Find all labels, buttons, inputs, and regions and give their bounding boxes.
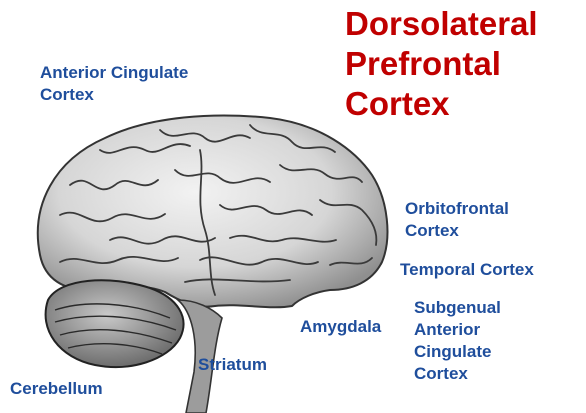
label-orbitofrontal-line-1: Orbitofrontal <box>405 198 509 220</box>
label-subgenual-anterior-cingulate-cortex: Subgenual Anterior Cingulate Cortex <box>414 297 501 385</box>
label-amygdala: Amygdala <box>300 316 381 338</box>
title-line-1: Dorsolateral <box>345 4 538 44</box>
label-subgenual-line-2: Anterior <box>414 319 501 341</box>
label-anterior-cingulate-line-1: Anterior Cingulate <box>40 62 188 84</box>
title-line-3: Cortex <box>345 84 538 124</box>
cerebrum <box>38 115 388 307</box>
label-anterior-cingulate-line-2: Cortex <box>40 84 188 106</box>
label-striatum-text: Striatum <box>198 354 267 376</box>
diagram-title: Dorsolateral Prefrontal Cortex <box>345 4 538 124</box>
label-cerebellum-text: Cerebellum <box>10 378 103 400</box>
label-orbitofrontal-line-2: Cortex <box>405 220 509 242</box>
title-line-2: Prefrontal <box>345 44 538 84</box>
cerebellum-shape <box>46 280 184 367</box>
label-subgenual-line-4: Cortex <box>414 363 501 385</box>
label-temporal-text: Temporal Cortex <box>400 259 534 281</box>
label-cerebellum: Cerebellum <box>10 378 103 400</box>
label-temporal-cortex: Temporal Cortex <box>400 259 534 281</box>
label-subgenual-line-3: Cingulate <box>414 341 501 363</box>
label-orbitofrontal-cortex: Orbitofrontal Cortex <box>405 198 509 242</box>
label-anterior-cingulate-cortex: Anterior Cingulate Cortex <box>40 62 188 106</box>
label-striatum: Striatum <box>198 354 267 376</box>
label-amygdala-text: Amygdala <box>300 316 381 338</box>
label-subgenual-line-1: Subgenual <box>414 297 501 319</box>
